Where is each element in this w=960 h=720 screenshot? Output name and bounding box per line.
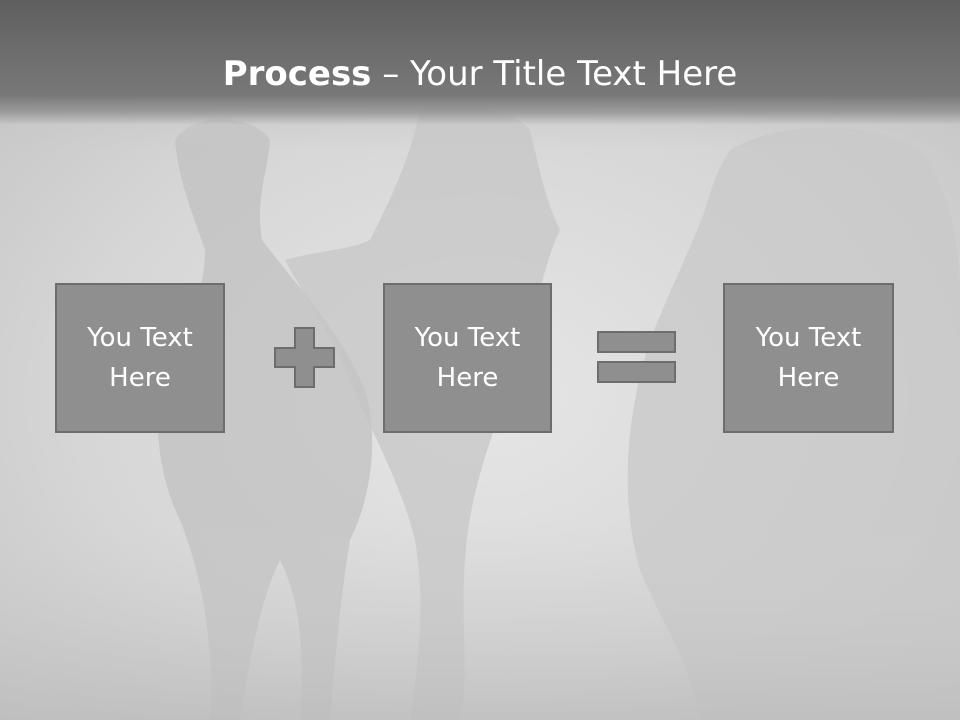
plus-icon (274, 327, 335, 388)
slide-title[interactable]: Process – Your Title Text Here (0, 52, 960, 96)
title-bold-part: Process (222, 54, 372, 94)
process-box-1[interactable]: You Text Here (55, 283, 225, 433)
title-rest-part: – Your Title Text Here (371, 54, 738, 94)
process-box-2-text: You Text Here (414, 323, 521, 393)
equals-icon (597, 331, 676, 383)
process-box-3-text: You Text Here (755, 323, 862, 393)
process-box-2[interactable]: You Text Here (383, 283, 552, 433)
title-bar (0, 0, 960, 150)
process-box-1-text: You Text Here (87, 323, 193, 393)
process-box-3[interactable]: You Text Here (723, 283, 894, 433)
